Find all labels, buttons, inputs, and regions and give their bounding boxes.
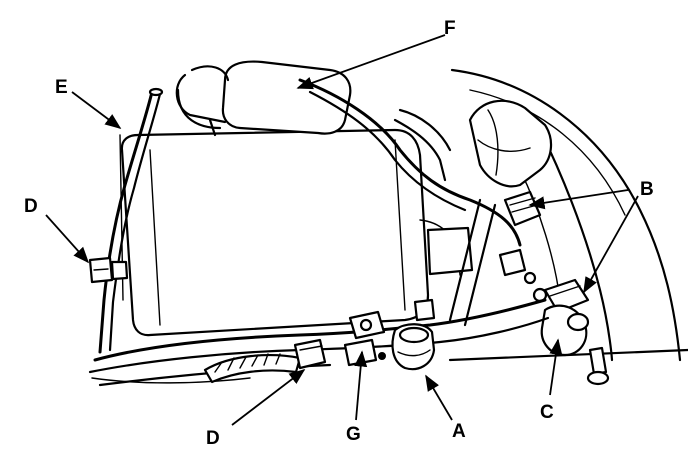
callout-d-upper: D (24, 196, 38, 217)
leader-a (425, 374, 453, 421)
leader-c (549, 338, 563, 396)
callout-e: E (55, 77, 68, 98)
leader-f (296, 34, 446, 90)
callout-labels: F E D B C A G D (24, 18, 654, 449)
callout-c: C (540, 402, 554, 423)
leader-b-2 (583, 195, 639, 294)
callout-d-lower: D (206, 428, 220, 449)
top-canister (175, 60, 352, 137)
fitting-a (391, 298, 436, 371)
callout-g: G (346, 424, 361, 445)
connector-b-lower (532, 278, 590, 314)
connector-b-upper (503, 190, 542, 227)
reservoir-body (120, 128, 474, 337)
clip-mid (498, 248, 537, 285)
callout-b: B (640, 179, 654, 200)
leader-b-1 (528, 189, 629, 210)
motor-cylinder (468, 99, 553, 188)
junction-g (343, 310, 386, 367)
leader-d-upper (45, 214, 90, 264)
callout-a: A (452, 421, 466, 442)
hose-bundle (298, 78, 522, 327)
sensor-c (540, 304, 610, 386)
clip-d-upper (88, 256, 129, 284)
leader-e (71, 91, 122, 129)
leader-lines (45, 34, 639, 426)
clamp-d-lower (293, 338, 327, 370)
callout-f: F (444, 18, 456, 39)
leader-g (354, 350, 368, 421)
leader-d-lower (231, 369, 306, 426)
